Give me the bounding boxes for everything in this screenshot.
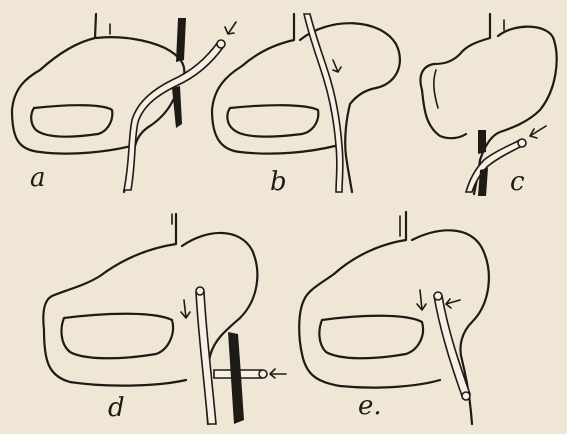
- panel-e-inner-loop: [319, 316, 423, 359]
- panel-a-dark-bar-bottom: [172, 86, 182, 128]
- panel-d: d: [43, 214, 286, 424]
- panel-c-dark-bar-top: [478, 130, 486, 154]
- panel-e-tube-bottom: [462, 392, 470, 400]
- panel-c-arrow: [530, 126, 546, 138]
- panel-b-tube: [304, 14, 343, 192]
- panel-d-inner-loop: [62, 314, 174, 359]
- panel-c-tube-tip: [518, 139, 526, 147]
- panel-a-inner-loop: [31, 105, 112, 136]
- panel-e-arrow-down: [417, 290, 426, 310]
- panel-b-arrow: [333, 60, 341, 72]
- panel-a: a: [12, 14, 236, 193]
- panel-e: e.: [299, 212, 489, 424]
- panel-b-stomach-outer: [212, 14, 400, 192]
- panel-b-inner-loop: [227, 105, 318, 136]
- panel-a-arrow: [225, 22, 236, 34]
- panel-a-label: a: [30, 163, 46, 193]
- panel-d-tube-vertical: [196, 292, 216, 424]
- panel-e-label: e.: [358, 391, 382, 421]
- panel-d-label: d: [108, 393, 125, 423]
- panel-b-label: b: [270, 167, 287, 197]
- panel-e-tube-top: [434, 292, 442, 300]
- panel-d-tube-top: [196, 287, 204, 295]
- panel-c-label: c: [510, 167, 525, 197]
- panel-e-arrow-left: [446, 299, 460, 308]
- panel-a-dark-bar-top: [176, 18, 186, 62]
- panel-d-tube-end: [259, 370, 267, 378]
- panel-c-inner-line: [434, 70, 438, 108]
- panel-d-stomach-outer: [43, 214, 257, 424]
- panel-a-tube: [124, 42, 224, 190]
- panel-c: c: [421, 14, 557, 197]
- panel-b: b: [212, 14, 400, 197]
- panel-d-arrow-left: [270, 369, 286, 378]
- panel-d-arrow-down: [181, 300, 190, 318]
- panel-c-stomach-outer: [421, 14, 557, 194]
- panel-a-tube-tip: [217, 40, 225, 48]
